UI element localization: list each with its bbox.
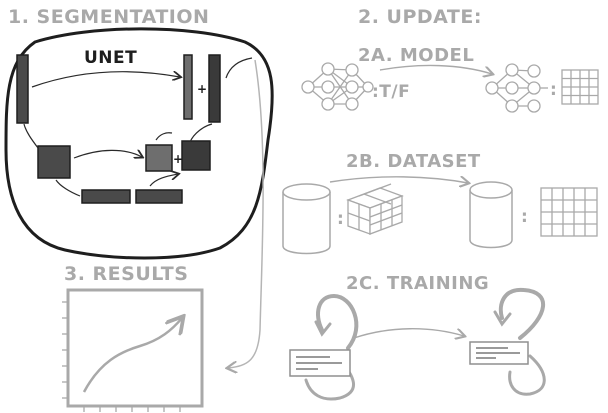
unet-decoder-level2a (145, 144, 173, 172)
model-colon: : (550, 80, 557, 100)
unet-decoder-level2b (181, 140, 211, 171)
results-chart (62, 288, 204, 412)
dataset-title: 2B. DATASET (346, 151, 481, 172)
output-arrow (225, 57, 253, 79)
unet-decoder-level1b (208, 54, 221, 123)
neural-net-icon-left (301, 62, 374, 111)
unet-bottleneck-left (81, 189, 131, 204)
unet-encoder-level1 (16, 54, 29, 124)
up-connector (189, 123, 213, 143)
model-title: 2A. MODEL (358, 45, 474, 66)
update-title: 2. UPDATE: (358, 6, 482, 28)
up-connector (155, 132, 173, 141)
dataset-colon-right: : (521, 207, 528, 227)
database-icon-left (282, 183, 331, 255)
training-loop-left (304, 293, 359, 401)
training-title: 2C. TRAINING (346, 273, 489, 294)
grid-icon-model (561, 69, 599, 105)
results-title: 3. RESULTS (64, 263, 188, 285)
unet-encoder-level2 (37, 145, 71, 179)
results-trend-line (82, 318, 182, 393)
skip-arrow-level1 (31, 72, 180, 88)
training-loop-right (493, 287, 546, 396)
neural-net-icon-right (485, 63, 548, 113)
unet-network: + + (16, 54, 253, 204)
concat-plus-icon: + (197, 82, 207, 96)
grid-icon-dataset (540, 187, 598, 237)
unet-decoder-level1a (183, 54, 193, 120)
skip-arrow-level2 (73, 150, 142, 158)
training-arrow (353, 328, 464, 338)
segmentation-title: 1. SEGMENTATION (8, 6, 209, 28)
dataset-colon-left: : (337, 209, 344, 229)
dataset-arrow (329, 177, 468, 183)
tf-label: :T/F (372, 82, 410, 102)
batch-card-left (289, 349, 351, 377)
unet-bottleneck-right (135, 189, 183, 204)
results-connector-arrow (228, 59, 264, 368)
unet-label: UNET (84, 48, 137, 68)
model-arrow (379, 64, 492, 74)
up-connector (149, 174, 178, 187)
down-connector (55, 179, 81, 197)
down-connector (23, 123, 39, 149)
cube-grid-icon (346, 183, 404, 235)
batch-card-right (469, 341, 529, 365)
concat-plus-icon: + (173, 152, 183, 166)
database-icon-right (469, 181, 513, 249)
segmentation-blob (4, 27, 274, 260)
